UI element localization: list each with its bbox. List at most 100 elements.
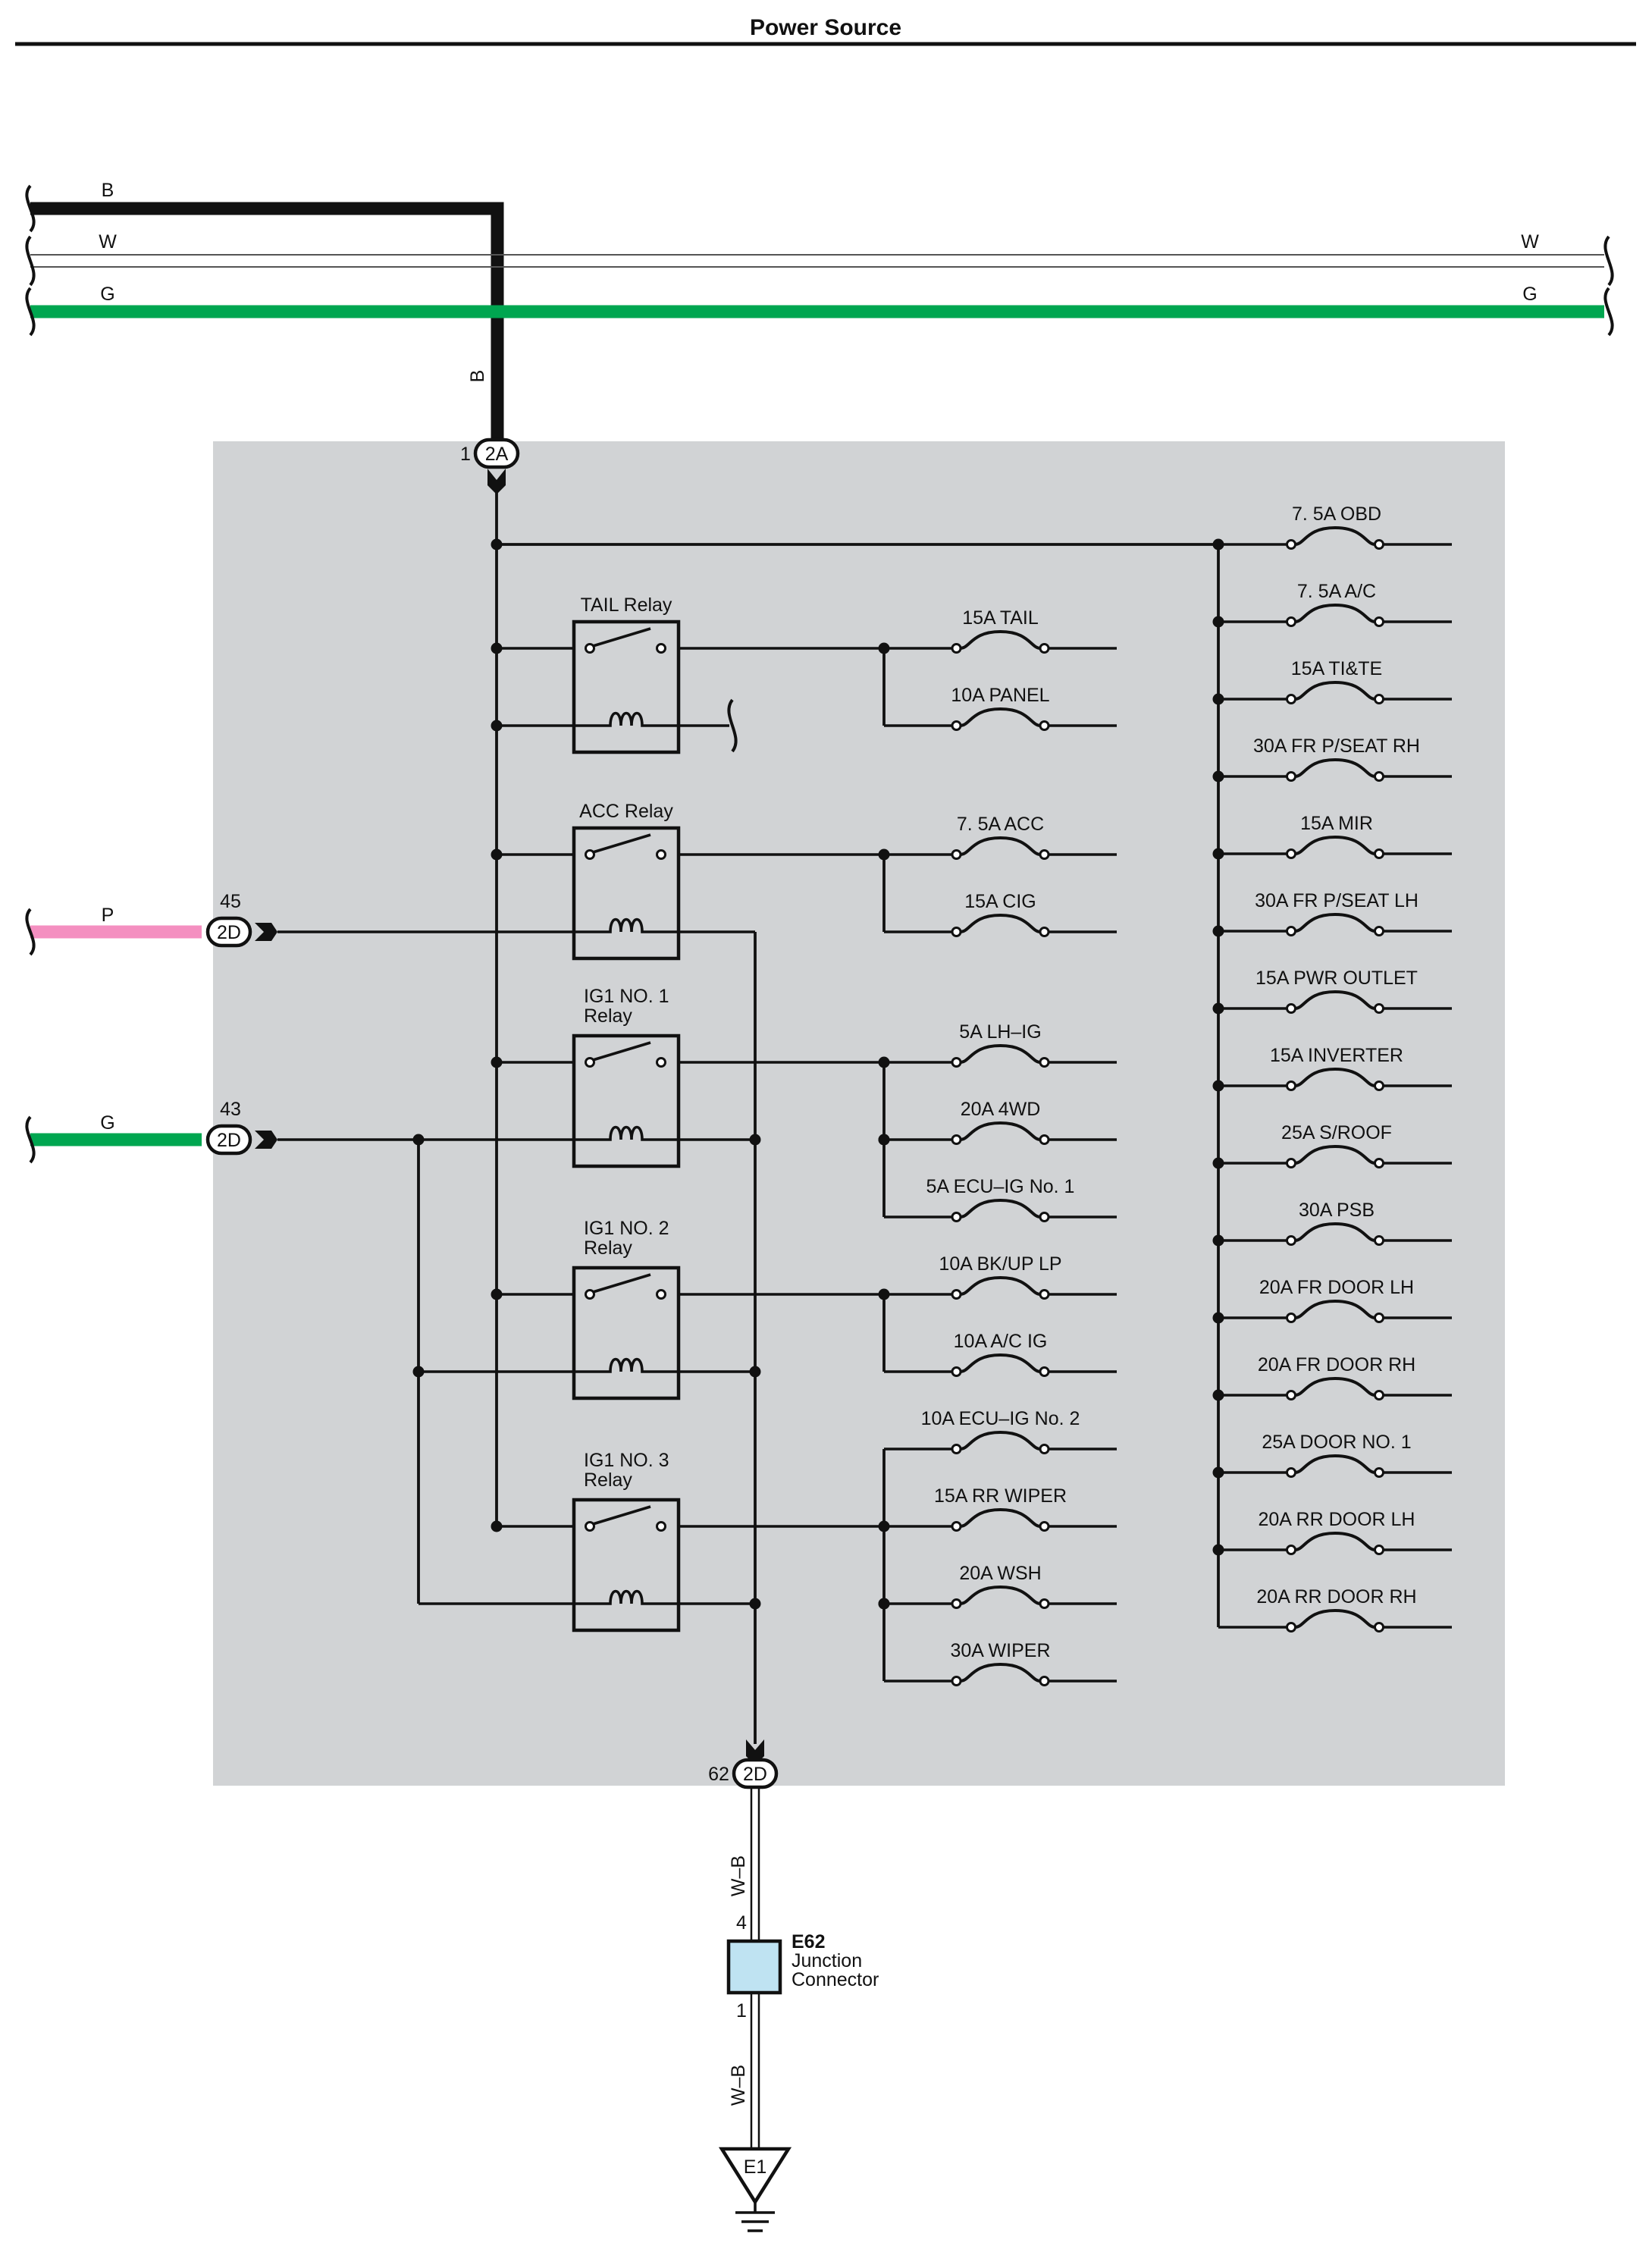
fuse-1 [884,629,1117,654]
relay-1 [572,619,681,754]
relay-contact [585,1057,595,1068]
fuse-element-icon [1294,680,1376,701]
fuse-terminal [1286,1158,1296,1168]
fuse-terminal [1286,848,1296,859]
fuse-terminal [1374,1622,1384,1633]
fuse-terminal [951,1057,962,1068]
relay-contact [656,643,666,654]
fuse-element-icon [960,1507,1041,1528]
junction-dot [1212,693,1224,705]
fuse-label: 15A CIG [964,891,1036,912]
fuse-terminal [1374,616,1384,627]
fuse-label: 15A INVERTER [1270,1045,1403,1066]
junction-dot [749,1366,761,1378]
fuse-element-icon [1294,1067,1376,1087]
fuse-terminal [1374,1235,1384,1246]
fuse-label: 30A FR P/SEAT RH [1253,736,1420,757]
junction-dot [412,1134,425,1146]
fuse-terminal [1039,1676,1050,1686]
relay-label: TAIL Relay [581,594,672,616]
connector-2d-62: 2D [732,1758,779,1789]
ground-code: E1 [744,2156,767,2178]
junction-dot [412,1366,425,1378]
fuse-terminal [1039,1598,1050,1609]
fuse-terminal [1286,1467,1296,1478]
fuse-element-icon [960,707,1041,727]
wire-break-icon [25,908,36,956]
fuse-terminal [1374,1390,1384,1400]
wire-break-icon [1603,235,1614,287]
junction-dot [491,1056,503,1068]
wire-break-icon [1603,287,1614,337]
junction-dot [878,1134,890,1146]
wire-g-label-right: G [1522,284,1537,305]
junction-dot [878,642,890,654]
fuse-label: 15A TAIL [962,607,1039,629]
connector-body [205,1124,252,1156]
junction-connector-e62 [726,1939,782,1995]
fuse-terminal [1286,1622,1296,1633]
fuse-element-icon [960,1198,1041,1219]
fuse-label: 7. 5A ACC [957,814,1044,835]
connector-45-pin: 45 [220,891,241,912]
junction-dot [1212,538,1224,550]
fuse-element-icon [960,913,1041,933]
relay-contact [656,1521,666,1532]
relay-switch-arm [592,1041,651,1062]
fuse-label: 20A FR DOOR RH [1258,1354,1415,1375]
fuse-terminal [1374,1467,1384,1478]
fuse-label: 10A A/C IG [954,1331,1048,1352]
fuse-label: 25A S/ROOF [1281,1122,1392,1143]
fuse-label: 7. 5A OBD [1292,503,1381,525]
fuse-terminal [1374,926,1384,936]
connector-2a-pin: 1 [460,444,471,465]
fuse-2 [884,707,1117,731]
fuse-element-icon [960,1662,1041,1683]
junction-dot [491,848,503,861]
fuse-right-15 [1218,1608,1452,1633]
fuse-terminal [1039,1289,1050,1300]
relay-contact [656,849,666,860]
ground-triangle-icon [718,2147,792,2206]
fuse-right-3 [1218,680,1452,704]
fuse-label: 30A PSB [1299,1200,1375,1221]
fuse-terminal [1374,1545,1384,1555]
fuses [884,525,1452,1686]
fuse-element-icon [1294,1608,1376,1629]
fuse-terminal [1039,1366,1050,1377]
fuse-terminal [1286,539,1296,550]
connector-arrow-icon [255,1131,277,1149]
relay-5 [572,1498,681,1633]
fuse-right-12 [1218,1376,1452,1400]
relay-contact [585,1521,595,1532]
fuse-label: 20A RR DOOR RH [1256,1586,1416,1607]
fuse-label: 5A LH–IG [959,1021,1041,1043]
fuse-element-icon [1294,1222,1376,1242]
junction-dot [878,848,890,861]
fuse-terminal [1286,1390,1296,1400]
relay-coil-icon [599,711,654,727]
fuse-terminal [1039,1134,1050,1145]
relay-label: ACC Relay [579,801,673,822]
fuse-label: 20A 4WD [961,1099,1041,1120]
relay-label: Relay [584,1237,632,1259]
wire-break-icon [25,1115,36,1164]
fuse-terminal [951,1444,962,1454]
fuse-right-8 [1218,1067,1452,1091]
vertical-wire-label: B [467,370,488,383]
connector-code: 2D [743,1764,767,1785]
fuse-label: 25A DOOR NO. 1 [1262,1432,1411,1453]
junction-dot [878,1598,890,1610]
fuse-right-1 [1218,525,1452,550]
fuse-element-icon [960,1121,1041,1141]
wire-break-icon [25,184,36,233]
relay-label: IG1 NO. 1 [584,986,669,1007]
fuse-element-icon [960,1585,1041,1605]
fuse-terminal [1039,720,1050,731]
junction-dots [412,538,1224,1610]
fuse-terminal [1286,1313,1296,1323]
fuse-10 [884,1430,1117,1454]
connector-43-pin: 43 [220,1099,241,1120]
